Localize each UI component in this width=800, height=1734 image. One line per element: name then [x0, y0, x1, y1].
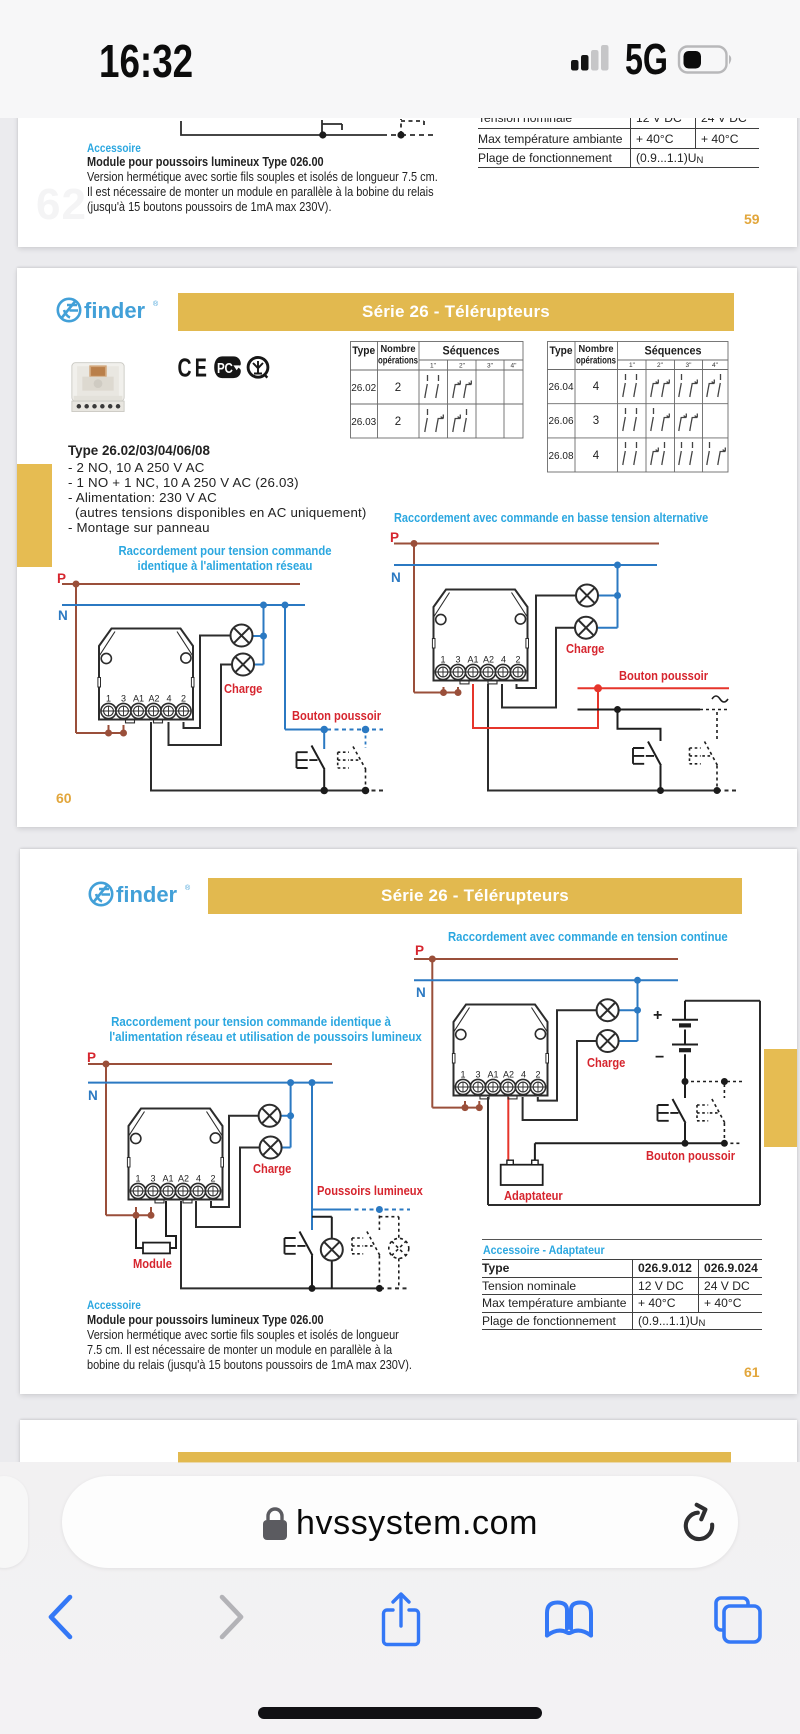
- svg-text:P: P: [415, 943, 424, 958]
- svg-text:P: P: [390, 530, 399, 545]
- svg-text:3": 3": [487, 363, 494, 370]
- svg-text:4": 4": [712, 362, 719, 369]
- svg-text:4: 4: [593, 450, 600, 462]
- svg-text:finder: finder: [84, 298, 146, 323]
- svg-text:1": 1": [629, 362, 636, 369]
- svg-text:N: N: [416, 985, 426, 1000]
- svg-text:РС: РС: [217, 360, 233, 377]
- svg-text:N: N: [58, 608, 68, 623]
- svg-text:Nombre: Nombre: [381, 344, 416, 355]
- svg-text:E: E: [195, 353, 207, 382]
- svg-text:26.04: 26.04: [549, 381, 574, 393]
- svg-text:®: ®: [185, 884, 191, 892]
- svg-text:®: ®: [153, 300, 159, 308]
- svg-text:opérations: opérations: [378, 356, 418, 367]
- svg-text:Séquences: Séquences: [443, 346, 500, 358]
- svg-text:Type: Type: [352, 345, 375, 357]
- svg-text:Nombre: Nombre: [579, 344, 614, 355]
- svg-text:+: +: [653, 1007, 662, 1024]
- svg-text:2: 2: [395, 382, 401, 394]
- svg-text:P: P: [87, 1050, 96, 1065]
- svg-text:finder: finder: [116, 882, 178, 907]
- svg-text:Type: Type: [550, 345, 573, 357]
- svg-text:2": 2": [459, 363, 466, 370]
- svg-text:26.03: 26.03: [351, 416, 376, 428]
- svg-text:26.08: 26.08: [549, 450, 574, 462]
- svg-text:C: C: [178, 353, 192, 382]
- svg-text:3": 3": [686, 362, 693, 369]
- svg-text:26.02: 26.02: [351, 382, 376, 394]
- svg-text:N: N: [88, 1088, 98, 1103]
- svg-text:5G: 5G: [625, 42, 668, 76]
- svg-text:2: 2: [395, 416, 401, 428]
- svg-text:P: P: [57, 571, 66, 586]
- svg-text:26.06: 26.06: [549, 415, 574, 427]
- svg-text:−: −: [655, 1049, 664, 1066]
- svg-text:N: N: [391, 570, 401, 585]
- svg-text:2": 2": [657, 362, 664, 369]
- svg-text:3: 3: [593, 415, 599, 427]
- svg-text:4: 4: [593, 381, 600, 393]
- svg-text:4": 4": [511, 363, 518, 370]
- svg-text:Séquences: Séquences: [645, 346, 702, 358]
- svg-text:opérations: opérations: [576, 356, 616, 367]
- svg-text:1": 1": [430, 363, 437, 370]
